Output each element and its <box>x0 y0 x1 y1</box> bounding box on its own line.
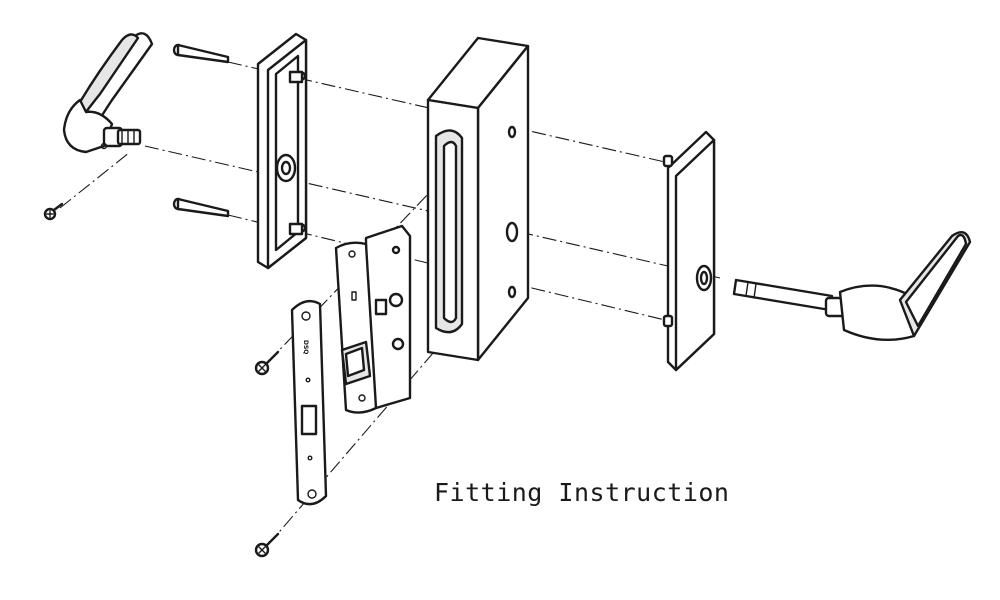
left-lever-handle <box>62 32 154 154</box>
right-lever-handle <box>732 230 972 341</box>
right-escutcheon-plate <box>662 130 716 372</box>
diagram-caption: Fitting Instruction <box>434 478 730 507</box>
through-bolt-upper <box>172 43 230 64</box>
set-screw <box>43 202 64 221</box>
lock-faceplate: DSQ <box>290 299 328 506</box>
faceplate-screw-lower <box>254 532 280 558</box>
left-escutcheon-plate <box>256 32 308 270</box>
mortise-lock-body <box>334 224 412 414</box>
faceplate-mark: DSQ <box>302 340 309 354</box>
door-section-block <box>426 36 530 362</box>
through-bolt-lower <box>172 197 230 218</box>
faceplate-screw-upper <box>254 350 280 376</box>
